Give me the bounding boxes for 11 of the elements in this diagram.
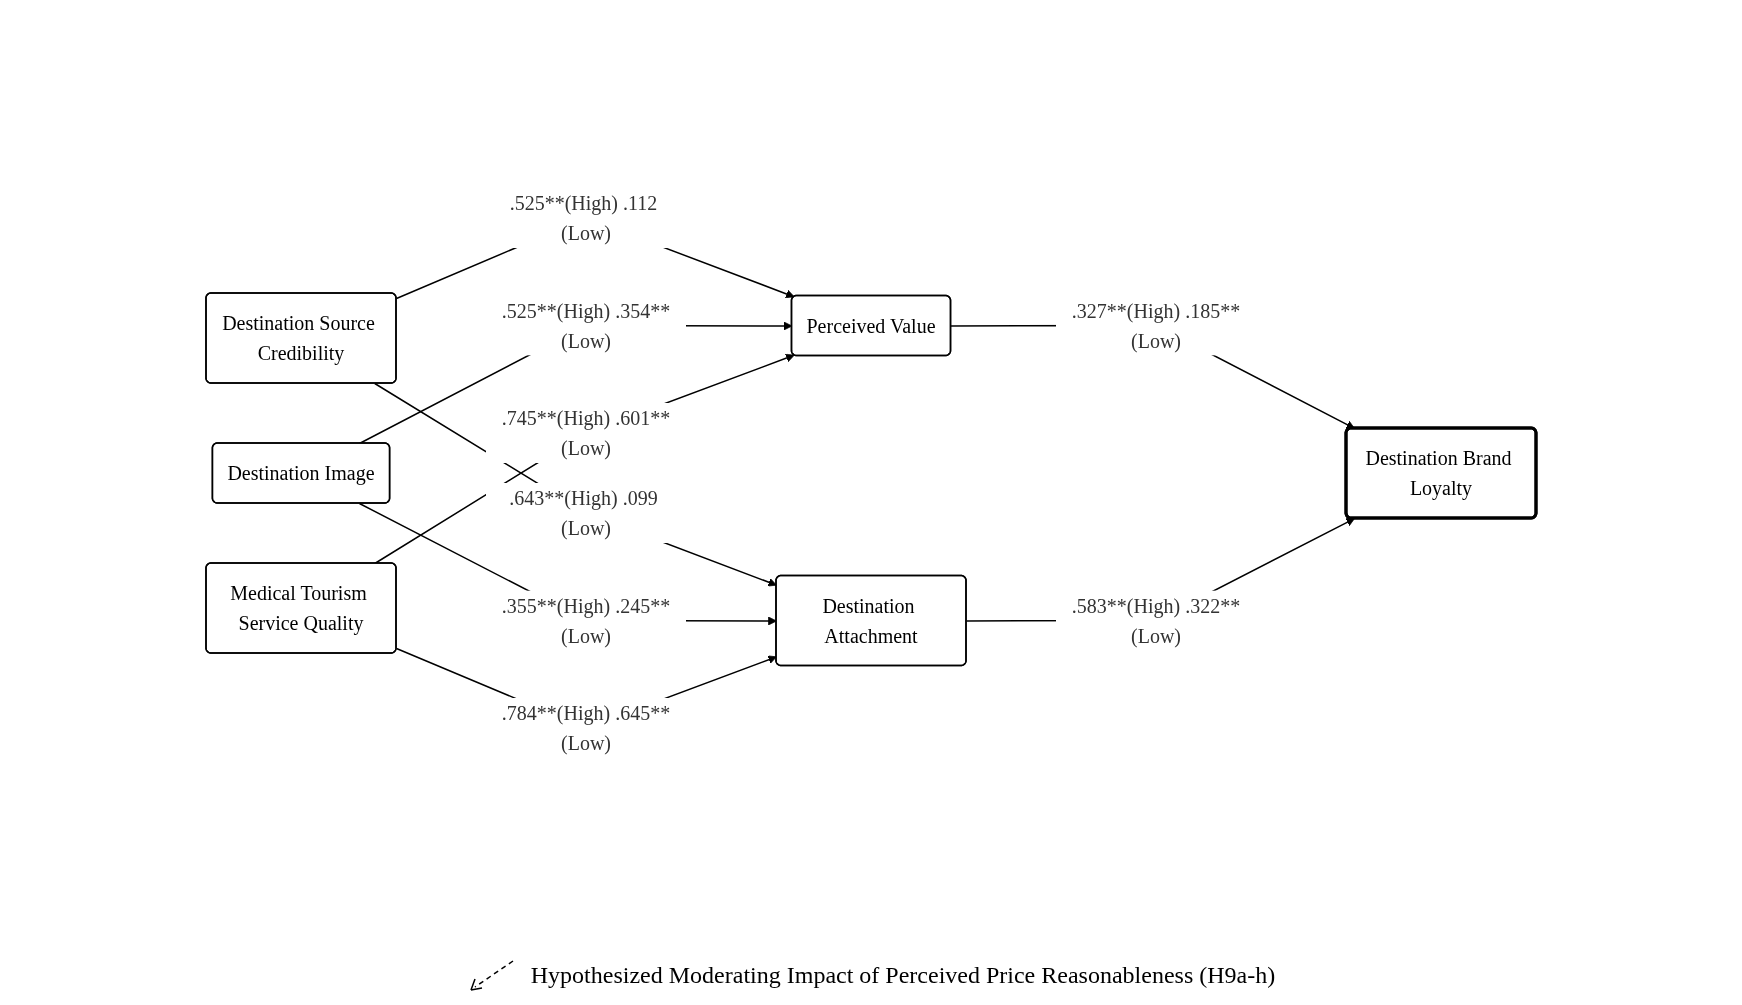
edge-label: .583**(High) .322**(Low): [1071, 594, 1241, 646]
arrow: [374, 353, 795, 564]
edge-label: .784**(High) .645**(Low): [501, 701, 671, 754]
legend-text: Hypothesized Moderating Impact of Perceived Price Reasonableness (H9a-h): [530, 961, 1276, 989]
edge-label: .327**(High) .185**(Low): [1071, 299, 1241, 351]
edge-label: .355**(High) .245**(Low): [501, 594, 671, 646]
edge-label: .643**(High) .099 (Low): [509, 486, 658, 539]
arrow: [374, 382, 777, 586]
edge-label: .525**(High) .112 (Low): [509, 191, 658, 244]
edge-label: .525**(High) .354**(Low): [501, 299, 671, 351]
edge-label: .745**(High) .601**(Low): [501, 406, 671, 459]
